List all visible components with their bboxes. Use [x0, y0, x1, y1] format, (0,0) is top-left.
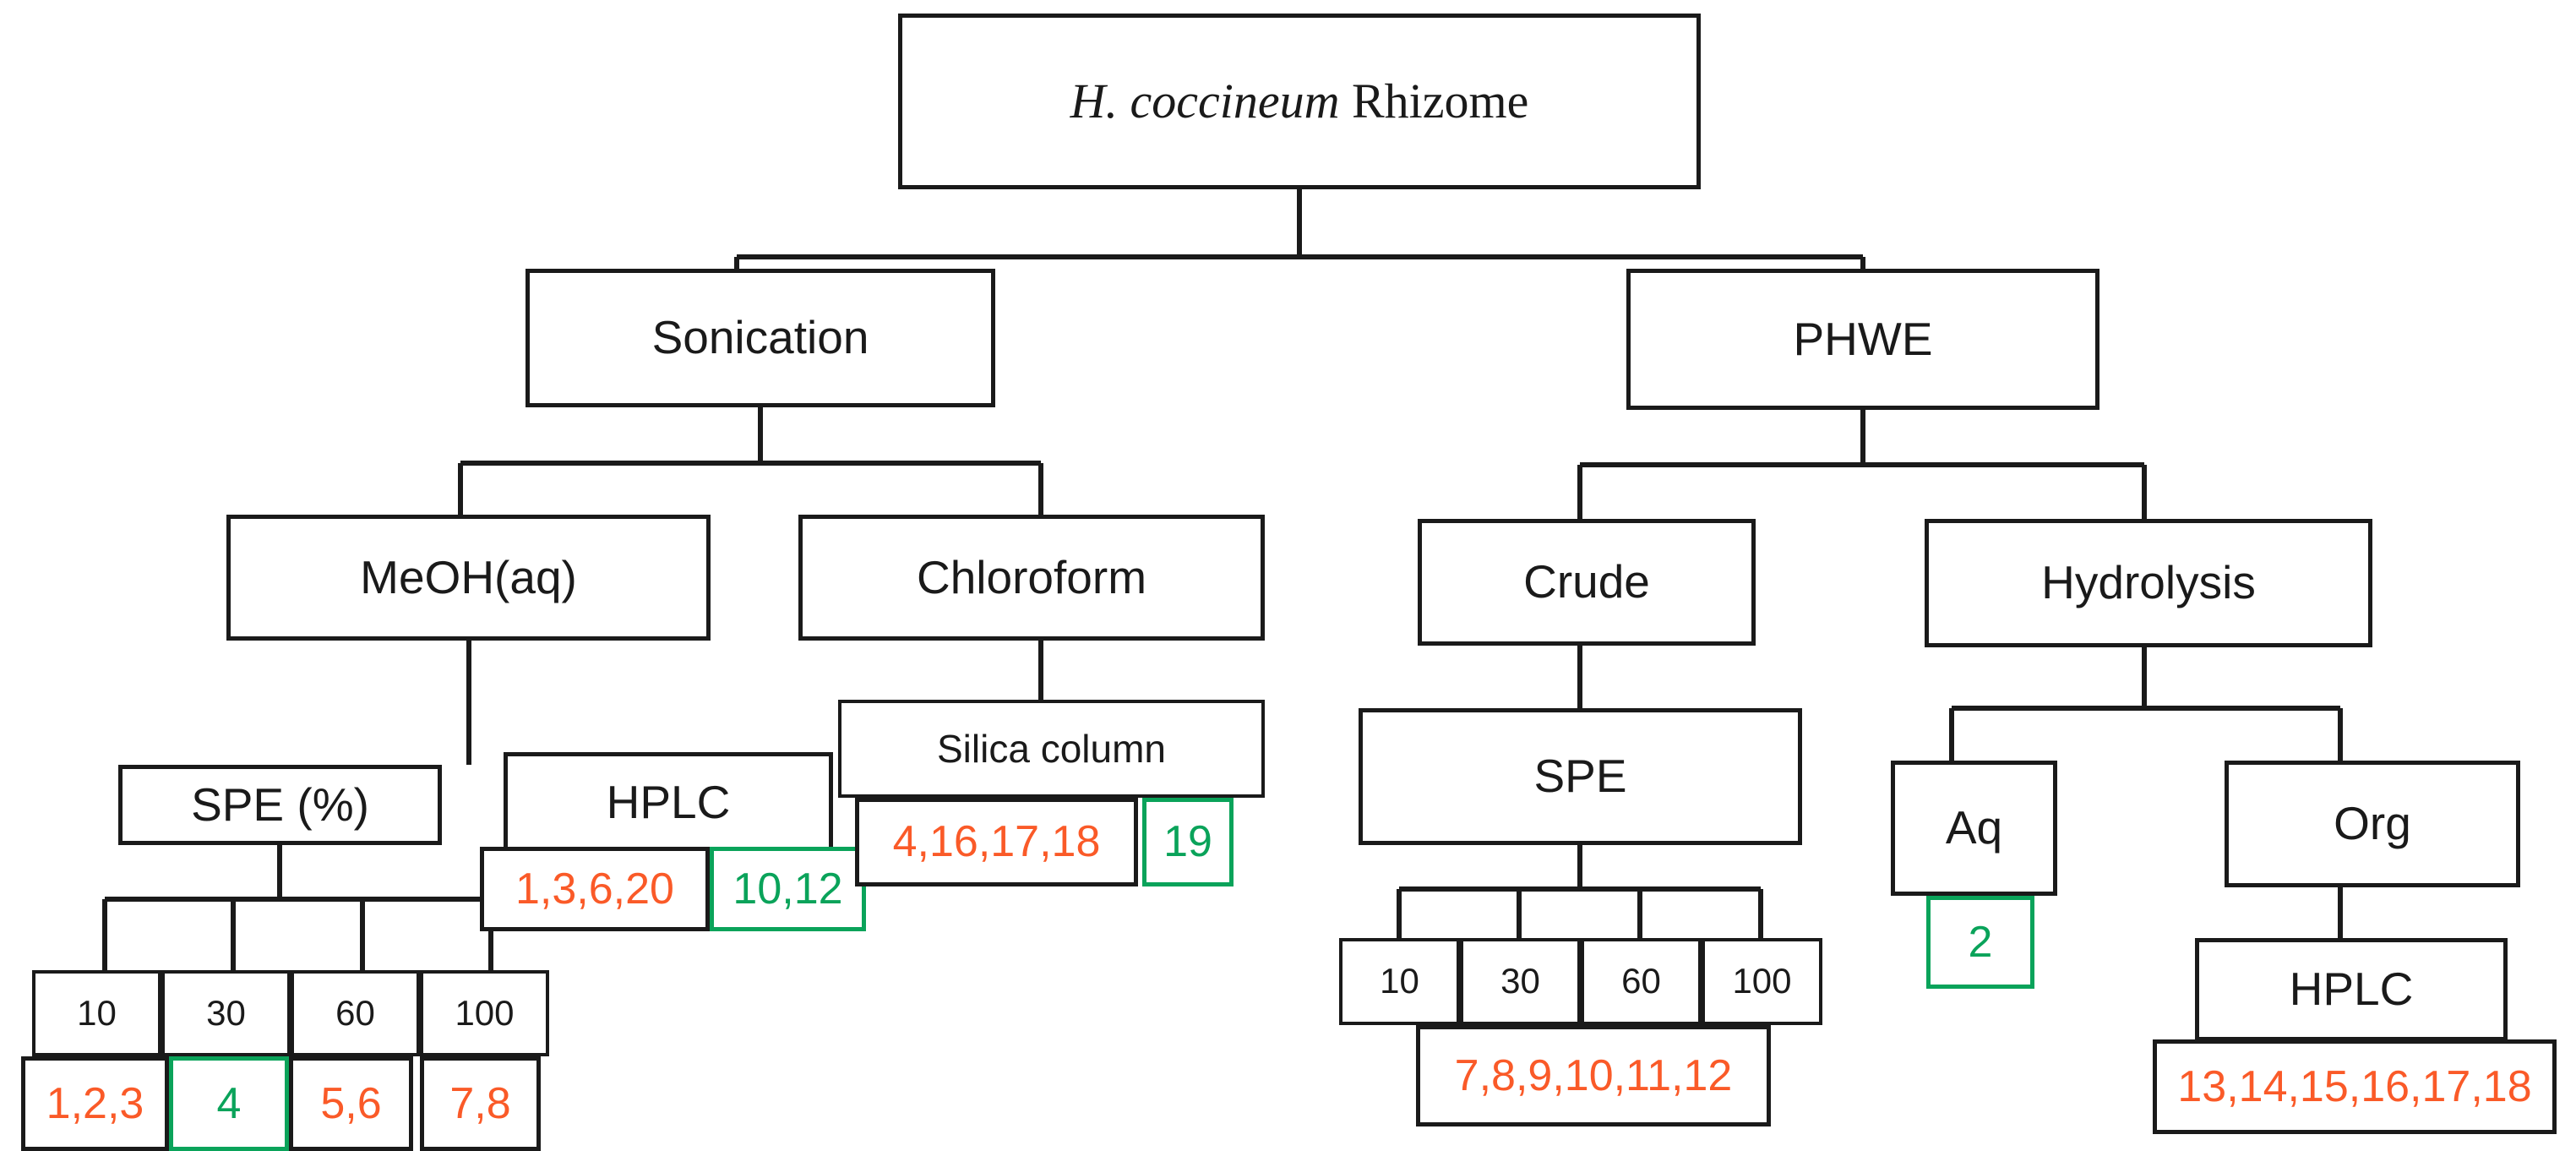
node-spe-right: SPE — [1359, 708, 1802, 845]
spe-right-level-100: 100 — [1702, 938, 1822, 1025]
spe-percent-compound-3: 7,8 — [420, 1056, 541, 1151]
spe-percent-compound-1: 4 — [169, 1056, 289, 1151]
hplc-left-compound-1: 10,12 — [710, 847, 866, 931]
spe-percent-compound-0: 1,2,3 — [21, 1056, 169, 1151]
hplc-left-compound-0: 1,3,6,20 — [480, 847, 710, 931]
node-phwe: PHWE — [1626, 269, 2099, 410]
spe-percent-level-30: 30 — [161, 970, 291, 1056]
spe-right-level-30: 30 — [1460, 938, 1581, 1025]
node-hplc-org: HPLC — [2195, 938, 2508, 1041]
node-silica-column: Silica column — [838, 700, 1265, 798]
root-species-italic: H. coccineum — [1070, 73, 1340, 128]
node-hydrolysis: Hydrolysis — [1925, 519, 2372, 647]
spe-right-level-60: 60 — [1581, 938, 1702, 1025]
spe-percent-compound-2: 5,6 — [289, 1056, 413, 1151]
node-root-label: H. coccineum Rhizome — [1070, 73, 1529, 128]
node-hplc-left: HPLC — [504, 752, 833, 854]
spe-percent-level-100: 100 — [420, 970, 549, 1056]
spe-percent-level-10: 10 — [32, 970, 161, 1056]
node-chloroform: Chloroform — [798, 515, 1265, 641]
spe-right-compound-0: 7,8,9,10,11,12 — [1416, 1025, 1771, 1126]
silica-column-compound-1: 19 — [1142, 798, 1234, 886]
spe-percent-level-60: 60 — [291, 970, 420, 1056]
node-root: H. coccineum Rhizome — [898, 14, 1701, 189]
root-title-rest: Rhizome — [1339, 73, 1529, 128]
aq-compound-0: 2 — [1926, 896, 2034, 989]
node-meoh-aq: MeOH(aq) — [226, 515, 711, 641]
node-sonication: Sonication — [526, 269, 995, 407]
node-spe-percent: SPE (%) — [118, 765, 442, 845]
node-org: Org — [2225, 761, 2520, 887]
silica-column-compound-0: 4,16,17,18 — [855, 798, 1138, 886]
hplc-org-compound-0: 13,14,15,16,17,18 — [2153, 1039, 2557, 1134]
spe-right-level-10: 10 — [1339, 938, 1460, 1025]
node-crude: Crude — [1418, 519, 1756, 646]
node-aq: Aq — [1891, 761, 2057, 896]
